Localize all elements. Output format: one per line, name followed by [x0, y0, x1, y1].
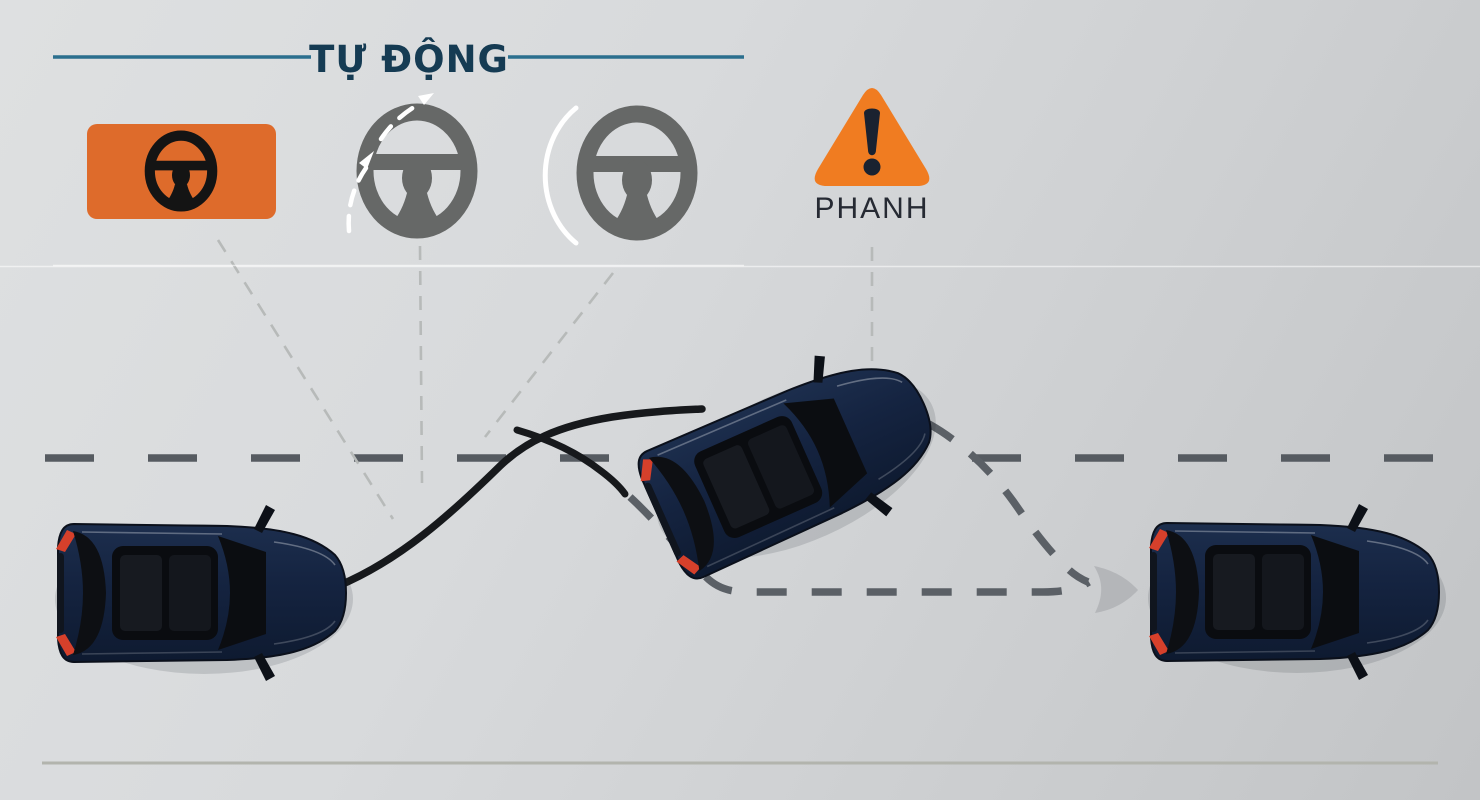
car-drifting [620, 319, 967, 604]
brake-label: PHANH [814, 192, 930, 225]
steering-active-box [87, 124, 276, 219]
trajectory-arrowhead-icon [1094, 566, 1138, 613]
car-start [54, 504, 354, 682]
return-path-front-dashed [927, 420, 1090, 586]
correction-branch-solid [513, 426, 629, 498]
return-path-dashed [627, 494, 1091, 596]
auto-title: TỰ ĐỘNG [309, 38, 509, 81]
drift-path-solid [334, 405, 706, 590]
connector-line-steer-rotate [418, 245, 424, 484]
steering-wheel-hold-icon [542, 105, 691, 246]
car-corrected [1147, 503, 1447, 681]
connector-line-steer-hold [483, 272, 615, 438]
auto-bracket [52, 55, 745, 267]
steering-wheel-rotate-icon [346, 93, 471, 231]
connector-line-active-steering [216, 239, 395, 520]
warning-triangle-icon [814, 88, 930, 186]
